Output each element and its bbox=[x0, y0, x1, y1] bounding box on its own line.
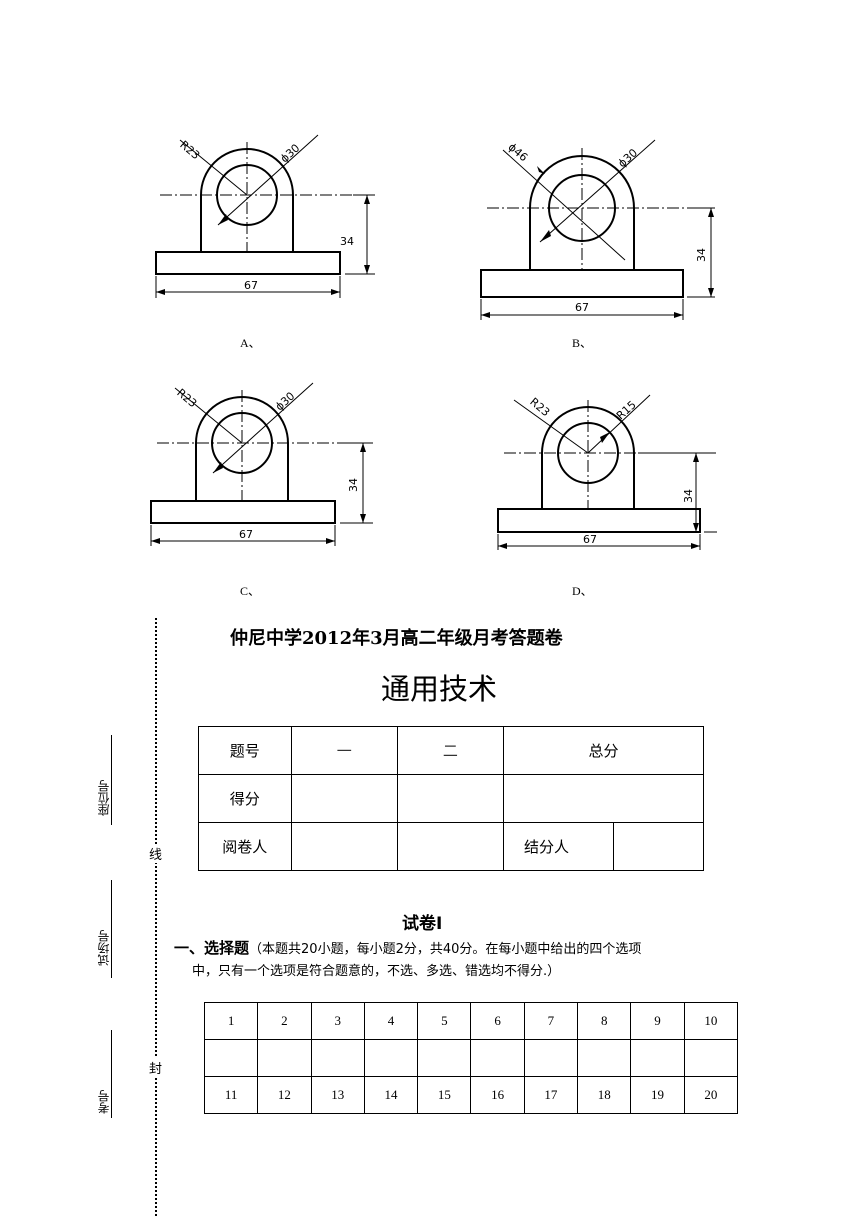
option-label-a: A、 bbox=[240, 336, 261, 350]
figure-d-h-label: 34 bbox=[682, 489, 695, 503]
score-table-row: 得分 bbox=[198, 774, 704, 823]
figure-a-w-label: 67 bbox=[244, 279, 258, 292]
question-number: 13 bbox=[310, 1076, 365, 1114]
question-number: 8 bbox=[577, 1002, 632, 1040]
question-number: 2 bbox=[257, 1002, 312, 1040]
room-label: 试场号 bbox=[97, 930, 111, 966]
figure-d-r-label: R23 bbox=[527, 395, 552, 419]
question-number: 3 bbox=[310, 1002, 365, 1040]
score-table-row: 题号 一 二 总分 bbox=[198, 726, 704, 775]
question-number: 7 bbox=[523, 1002, 579, 1040]
answer-cell[interactable] bbox=[363, 1039, 419, 1077]
exam-no-label: 考号 bbox=[97, 1090, 111, 1114]
answer-cell[interactable] bbox=[203, 1039, 259, 1077]
figure-a: R23 ϕ30 34 67 bbox=[140, 130, 390, 305]
option-label-c: C、 bbox=[240, 584, 261, 598]
answer-table-row bbox=[203, 1039, 739, 1077]
question-number: 12 bbox=[257, 1076, 312, 1114]
question-number: 18 bbox=[577, 1076, 632, 1114]
instruction-line-2: 中，只有一个选项是符合题意的，不选、多选、错选均不得分.） bbox=[192, 964, 561, 979]
score-input-cell-2[interactable] bbox=[396, 774, 505, 823]
question-number: 14 bbox=[363, 1076, 419, 1114]
figure-a-d-label: ϕ30 bbox=[278, 141, 303, 165]
paper-title: 试卷I bbox=[402, 914, 443, 934]
seat-label: 座位号 bbox=[97, 780, 111, 816]
answer-cell[interactable] bbox=[683, 1039, 739, 1077]
figure-c: R23 ϕ30 34 67 bbox=[135, 378, 385, 553]
question-number: 5 bbox=[417, 1002, 472, 1040]
seat-blank bbox=[111, 735, 112, 825]
figure-c-w-label: 67 bbox=[239, 528, 253, 541]
question-number: 11 bbox=[203, 1076, 259, 1114]
question-number: 20 bbox=[683, 1076, 739, 1114]
room-blank bbox=[111, 880, 112, 978]
answer-cell[interactable] bbox=[577, 1039, 632, 1077]
answer-cell[interactable] bbox=[630, 1039, 685, 1077]
answer-table-row: 11 12 13 14 15 16 17 18 19 20 bbox=[203, 1076, 739, 1114]
figure-b-w-label: 67 bbox=[575, 301, 589, 314]
section-header: 一、选择题（本题共20小题，每小题2分，共40分。在每小题中给出的四个选项 中，… bbox=[174, 937, 744, 983]
grader-input-cell-1[interactable] bbox=[290, 822, 398, 871]
score-table-cell: 总分 bbox=[503, 726, 704, 775]
figure-b: ϕ46 ϕ30 34 67 bbox=[465, 130, 725, 325]
grader-input-cell-2[interactable] bbox=[396, 822, 505, 871]
figure-d: R23 R15 34 67 bbox=[482, 385, 732, 555]
question-number: 9 bbox=[630, 1002, 685, 1040]
figure-a-h-label: 34 bbox=[340, 235, 354, 248]
question-number: 16 bbox=[470, 1076, 525, 1114]
binding-dotted-line bbox=[155, 618, 157, 1216]
question-number: 15 bbox=[417, 1076, 472, 1114]
tally-input-cell[interactable] bbox=[612, 822, 705, 871]
figure-c-drawing: R23 ϕ30 34 67 bbox=[150, 382, 373, 546]
answer-cell[interactable] bbox=[310, 1039, 365, 1077]
figure-c-d-label: ϕ30 bbox=[273, 389, 298, 413]
figure-b-d-label: ϕ30 bbox=[616, 146, 641, 170]
question-number: 10 bbox=[683, 1002, 739, 1040]
exam-title: 仲尼中学2012年3月高二年级月考答题卷 bbox=[230, 628, 563, 649]
figure-d-drawing: R23 R15 34 67 bbox=[497, 394, 717, 550]
answer-table: 1 2 3 4 5 6 7 8 9 10 11 12 13 14 15 16 1… bbox=[203, 1002, 739, 1114]
score-table-cell: 阅卷人 bbox=[198, 822, 292, 871]
figure-b-drawing: ϕ46 ϕ30 34 67 bbox=[480, 139, 715, 320]
answer-cell[interactable] bbox=[470, 1039, 525, 1077]
score-table-cell: 二 bbox=[396, 726, 505, 775]
figure-a-drawing: R23 ϕ30 34 67 bbox=[155, 134, 375, 298]
figure-c-h-label: 34 bbox=[347, 478, 360, 492]
section-number: 一、 bbox=[174, 939, 205, 957]
score-table-cell: 结分人 bbox=[503, 822, 614, 871]
instruction-line-1: （本题共20小题，每小题2分，共40分。在每小题中给出的四个选项 bbox=[249, 942, 642, 957]
score-table-cell: 得分 bbox=[198, 774, 292, 823]
question-number: 4 bbox=[363, 1002, 419, 1040]
answer-cell[interactable] bbox=[523, 1039, 579, 1077]
score-input-cell-total[interactable] bbox=[503, 774, 704, 823]
score-input-cell-1[interactable] bbox=[290, 774, 398, 823]
figure-a-r-label: R23 bbox=[177, 138, 202, 162]
line-char: 线 bbox=[149, 844, 163, 863]
score-table-cell: 一 bbox=[290, 726, 398, 775]
question-number: 1 bbox=[203, 1002, 259, 1040]
subject-title: 通用技术 bbox=[381, 672, 498, 706]
score-table-row: 阅卷人 结分人 bbox=[198, 822, 705, 871]
exam-no-blank bbox=[111, 1030, 112, 1118]
answer-cell[interactable] bbox=[417, 1039, 472, 1077]
answer-cell[interactable] bbox=[257, 1039, 312, 1077]
figure-d-w-label: 67 bbox=[583, 533, 597, 546]
figure-b-r-label: ϕ46 bbox=[506, 141, 531, 165]
answer-table-row: 1 2 3 4 5 6 7 8 9 10 bbox=[203, 1002, 739, 1040]
score-table: 题号 一 二 总分 得分 阅卷人 结分人 bbox=[198, 726, 705, 871]
option-label-b: B、 bbox=[572, 336, 593, 350]
figure-b-h-label: 34 bbox=[695, 248, 708, 262]
question-number: 17 bbox=[523, 1076, 579, 1114]
question-number: 6 bbox=[470, 1002, 525, 1040]
question-number: 19 bbox=[630, 1076, 685, 1114]
figure-c-r-label: R23 bbox=[174, 386, 199, 410]
section-name: 选择题 bbox=[204, 939, 250, 957]
score-table-cell: 题号 bbox=[198, 726, 292, 775]
seal-char: 封 bbox=[149, 1058, 163, 1077]
option-label-d: D、 bbox=[572, 584, 593, 598]
